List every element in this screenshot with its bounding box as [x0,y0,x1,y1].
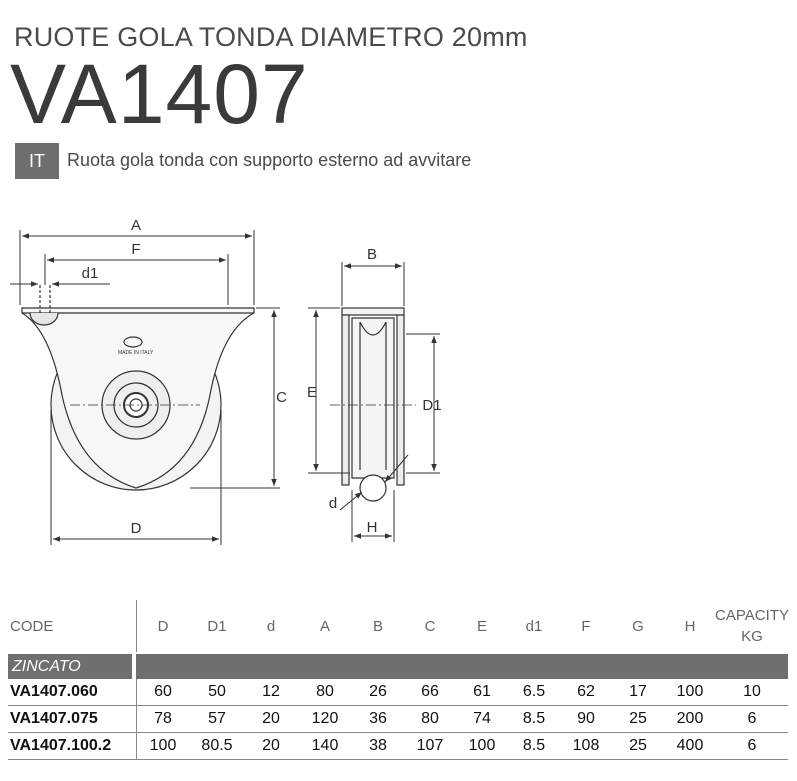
row-value: 120 [311,710,339,727]
row-code: VA1407.060 [10,683,98,700]
bracket-side-right [396,314,405,486]
group-label: ZINCATO [8,654,132,679]
language-badge: IT [15,143,59,179]
row-value: 8.5 [522,737,546,754]
row-value: 80 [421,710,439,727]
row-value: 100 [468,737,496,754]
table-header-row: CODE D D1 d A B C E d1 F G H CAPACITY KG [8,600,789,652]
row-value: 100 [149,737,177,754]
header-capacity-line2: KG [741,628,763,645]
dim-label-a: A [131,217,141,234]
technical-drawing: MADE IN ITALY A F d1 C D [10,217,442,545]
spec-table: CODE D D1 d A B C E d1 F G H CAPACITY KG… [8,600,789,760]
header-col: D [157,617,169,635]
row-value: 61 [473,683,491,700]
row-value: 50 [208,683,226,700]
header-col: C [424,617,436,635]
row-value: 38 [369,737,387,754]
header-col: D1 [207,617,227,635]
group-row: ZINCATO [8,652,788,679]
row-value: 20 [262,737,280,754]
header-col: B [372,617,383,635]
table-row: VA1407.060 60 50 12 80 26 66 61 6.5 62 17 100 10 [8,679,788,706]
table-row: VA1407.075 78 57 20 120 36 80 74 8.5 90 25 200 6 [8,706,788,733]
dim-label-f: F [131,241,140,258]
product-description: Ruota gola tonda con supporto esterno ad… [67,150,472,170]
dim-label-c: C [276,389,287,406]
row-value: 78 [154,710,172,727]
row-value: 140 [311,737,339,754]
header-capacity-line1: CAPACITY [715,607,789,624]
row-value: 57 [208,710,226,727]
dim-label-d: D [131,520,142,537]
dim-label-d1: d1 [82,265,99,282]
row-value: 26 [369,683,387,700]
front-view: MADE IN ITALY [21,285,255,491]
row-value: 17 [629,683,647,700]
side-view [330,307,416,502]
header-col: F [581,617,591,635]
dim-label-e: E [307,384,317,401]
header-capacity: CAPACITY KG [715,600,789,652]
product-family-title: RUOTE GOLA TONDA DIAMETRO 20mm [14,22,528,52]
row-value: 25 [629,710,647,727]
header-col: G [632,617,644,635]
row-value: 12 [262,683,280,700]
dim-label-b: B [367,246,377,263]
row-value: 107 [416,737,444,754]
header-col: H [684,617,696,635]
wheel-side-profile [351,317,395,479]
row-value: 60 [154,683,172,700]
row-value: 90 [577,710,595,727]
row-code: VA1407.100.2 [10,737,112,754]
row-value: 200 [676,710,704,727]
dim-label-d-groove: d [329,495,337,512]
header-col: E [476,617,487,635]
row-value: 400 [676,737,704,754]
row-value: 6.5 [522,683,546,700]
made-in-italy-text: MADE IN ITALY [118,350,154,356]
row-value: 108 [572,737,600,754]
row-value: 62 [577,683,595,700]
row-value: 100 [676,683,704,700]
row-value: 25 [629,737,647,754]
brand-logo [123,336,143,348]
header-col: d1 [525,617,543,635]
header-code: CODE [10,617,54,635]
header-col: A [319,617,330,635]
row-value: 20 [262,710,280,727]
row-value: 80 [316,683,334,700]
row-value: 66 [421,683,439,700]
bracket-side-left [341,314,350,486]
row-value: 36 [369,710,387,727]
row-capacity: 6 [747,710,757,727]
row-value: 80.5 [201,737,233,754]
row-capacity: 6 [747,737,757,754]
row-code: VA1407.075 [10,710,98,727]
table-row: VA1407.100.2 100 80.5 20 140 38 107 100 8.5 108 25… [8,733,788,760]
row-value: 8.5 [522,710,546,727]
groove-profile [359,474,387,502]
row-capacity: 10 [743,683,761,700]
model-code: VA1407 [10,47,309,141]
dim-label-h: H [367,519,378,536]
dim-label-d1-wheel: D1 [422,397,441,414]
row-value: 74 [473,710,491,727]
header-col: d [266,617,276,635]
